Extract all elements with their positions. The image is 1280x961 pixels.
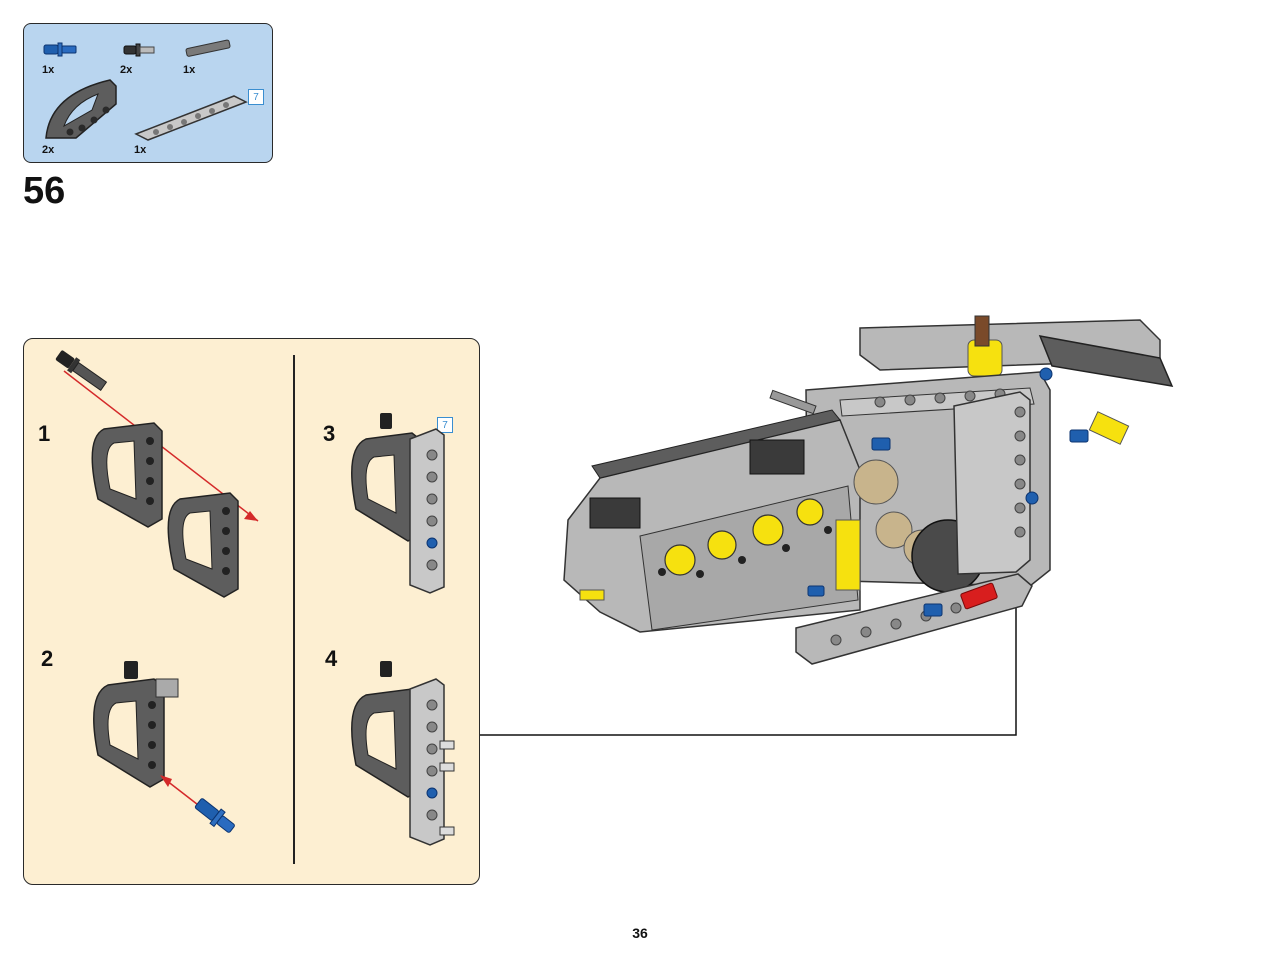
substep-number: 2 [41, 646, 54, 671]
blue-axle-pin-icon [43, 42, 77, 57]
curved-beam-icon [45, 79, 117, 139]
part-qty: 1x [42, 64, 55, 76]
page-number: 36 [632, 925, 648, 941]
substep-4-illustration [351, 661, 455, 846]
substep-number: 4 [325, 646, 338, 671]
subassembly-box: 1 2 3 4 7 [23, 338, 480, 885]
substep-number: 1 [38, 421, 51, 446]
substep-number: 3 [323, 421, 336, 446]
step-number: 56 [23, 170, 66, 212]
light-grey-beam-icon [134, 95, 248, 141]
black-axle-pin-icon [123, 43, 155, 57]
divider [293, 355, 295, 864]
part-qty: 2x [120, 64, 133, 76]
substep-3-illustration [351, 413, 445, 594]
part-qty: 2x [42, 144, 55, 156]
substep-2-illustration [93, 661, 235, 833]
length-badge: 7 [248, 89, 264, 105]
parts-list: 1x 2x 1x 2x 1x 7 [23, 23, 273, 163]
part-qty: 1x [183, 64, 196, 76]
substep-1-illustration [55, 350, 259, 598]
part-qty: 1x [134, 144, 147, 156]
grey-axle-icon [185, 39, 231, 57]
length-badge: 7 [437, 417, 453, 433]
